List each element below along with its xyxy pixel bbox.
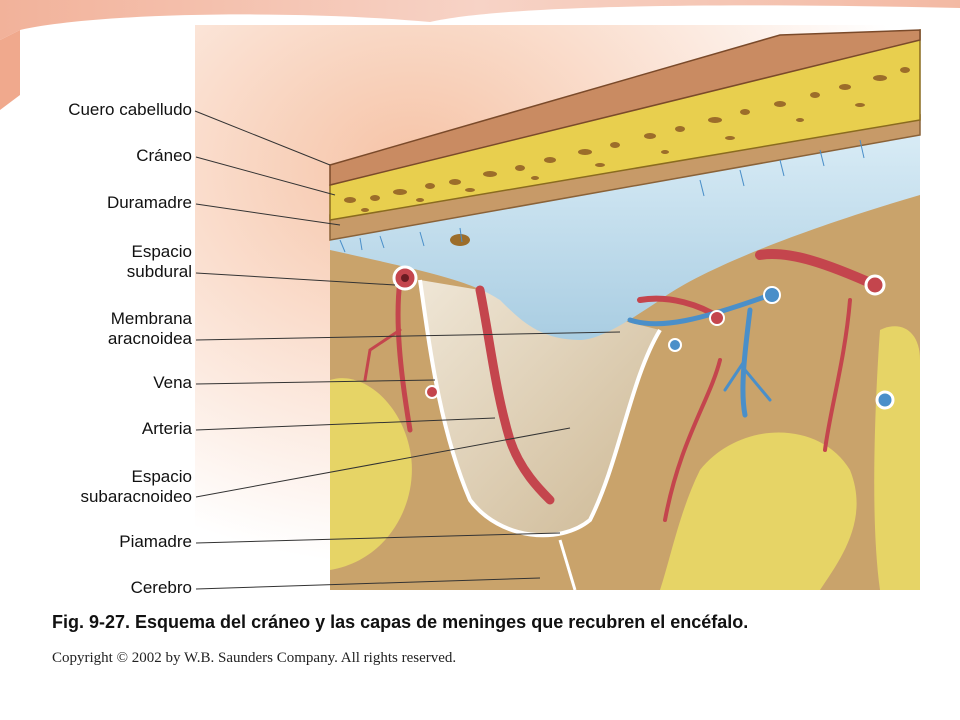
label-arteria: Arteria bbox=[142, 419, 192, 439]
label-text: aracnoidea bbox=[107, 329, 192, 348]
label-text: Piamadre bbox=[119, 532, 192, 551]
label-cuero-cabelludo: Cuero cabelludo bbox=[68, 100, 192, 120]
label-text: Vena bbox=[153, 373, 192, 392]
white-matter-right bbox=[660, 432, 857, 590]
espacio-subaracnoideo-region bbox=[420, 280, 660, 536]
cuero-cabelludo-layer bbox=[329, 29, 921, 186]
label-vena: Vena bbox=[153, 373, 192, 393]
label-cerebro: Cerebro bbox=[131, 578, 192, 598]
white-matter-left bbox=[330, 378, 412, 570]
figure-caption: Fig. 9-27. Esquema del cráneo y las capa… bbox=[52, 612, 749, 632]
label-text: subaracnoideo bbox=[80, 487, 192, 506]
craneo-diploe-pattern bbox=[344, 67, 910, 246]
label-text: Cuero cabelludo bbox=[68, 100, 192, 119]
label-text: Cráneo bbox=[136, 146, 192, 165]
label-text: Cerebro bbox=[130, 578, 192, 597]
label-duramadre: Duramadre bbox=[107, 193, 192, 213]
label-craneo: Cráneo bbox=[136, 146, 192, 166]
label-text: Espacio bbox=[131, 242, 192, 261]
sulcus-gap bbox=[558, 539, 577, 591]
white-matter-edge bbox=[874, 326, 920, 590]
left-decor-tab bbox=[0, 30, 20, 110]
top-decor-band bbox=[0, 0, 960, 40]
vessel-cross-sections bbox=[392, 265, 895, 410]
label-text: Espacio bbox=[131, 467, 192, 486]
label-text: Duramadre bbox=[106, 193, 192, 212]
copyright-notice: Copyright © 2002 by W.B. Saunders Compan… bbox=[52, 650, 457, 666]
label-piamadre: Piamadre bbox=[119, 532, 192, 552]
trabeculae-fringe bbox=[339, 139, 865, 253]
label-text: subdural bbox=[126, 262, 192, 281]
label-text: Membrana bbox=[110, 309, 192, 328]
veins bbox=[627, 292, 773, 418]
leader-lines bbox=[194, 110, 621, 590]
label-text: Arteria bbox=[141, 419, 192, 438]
